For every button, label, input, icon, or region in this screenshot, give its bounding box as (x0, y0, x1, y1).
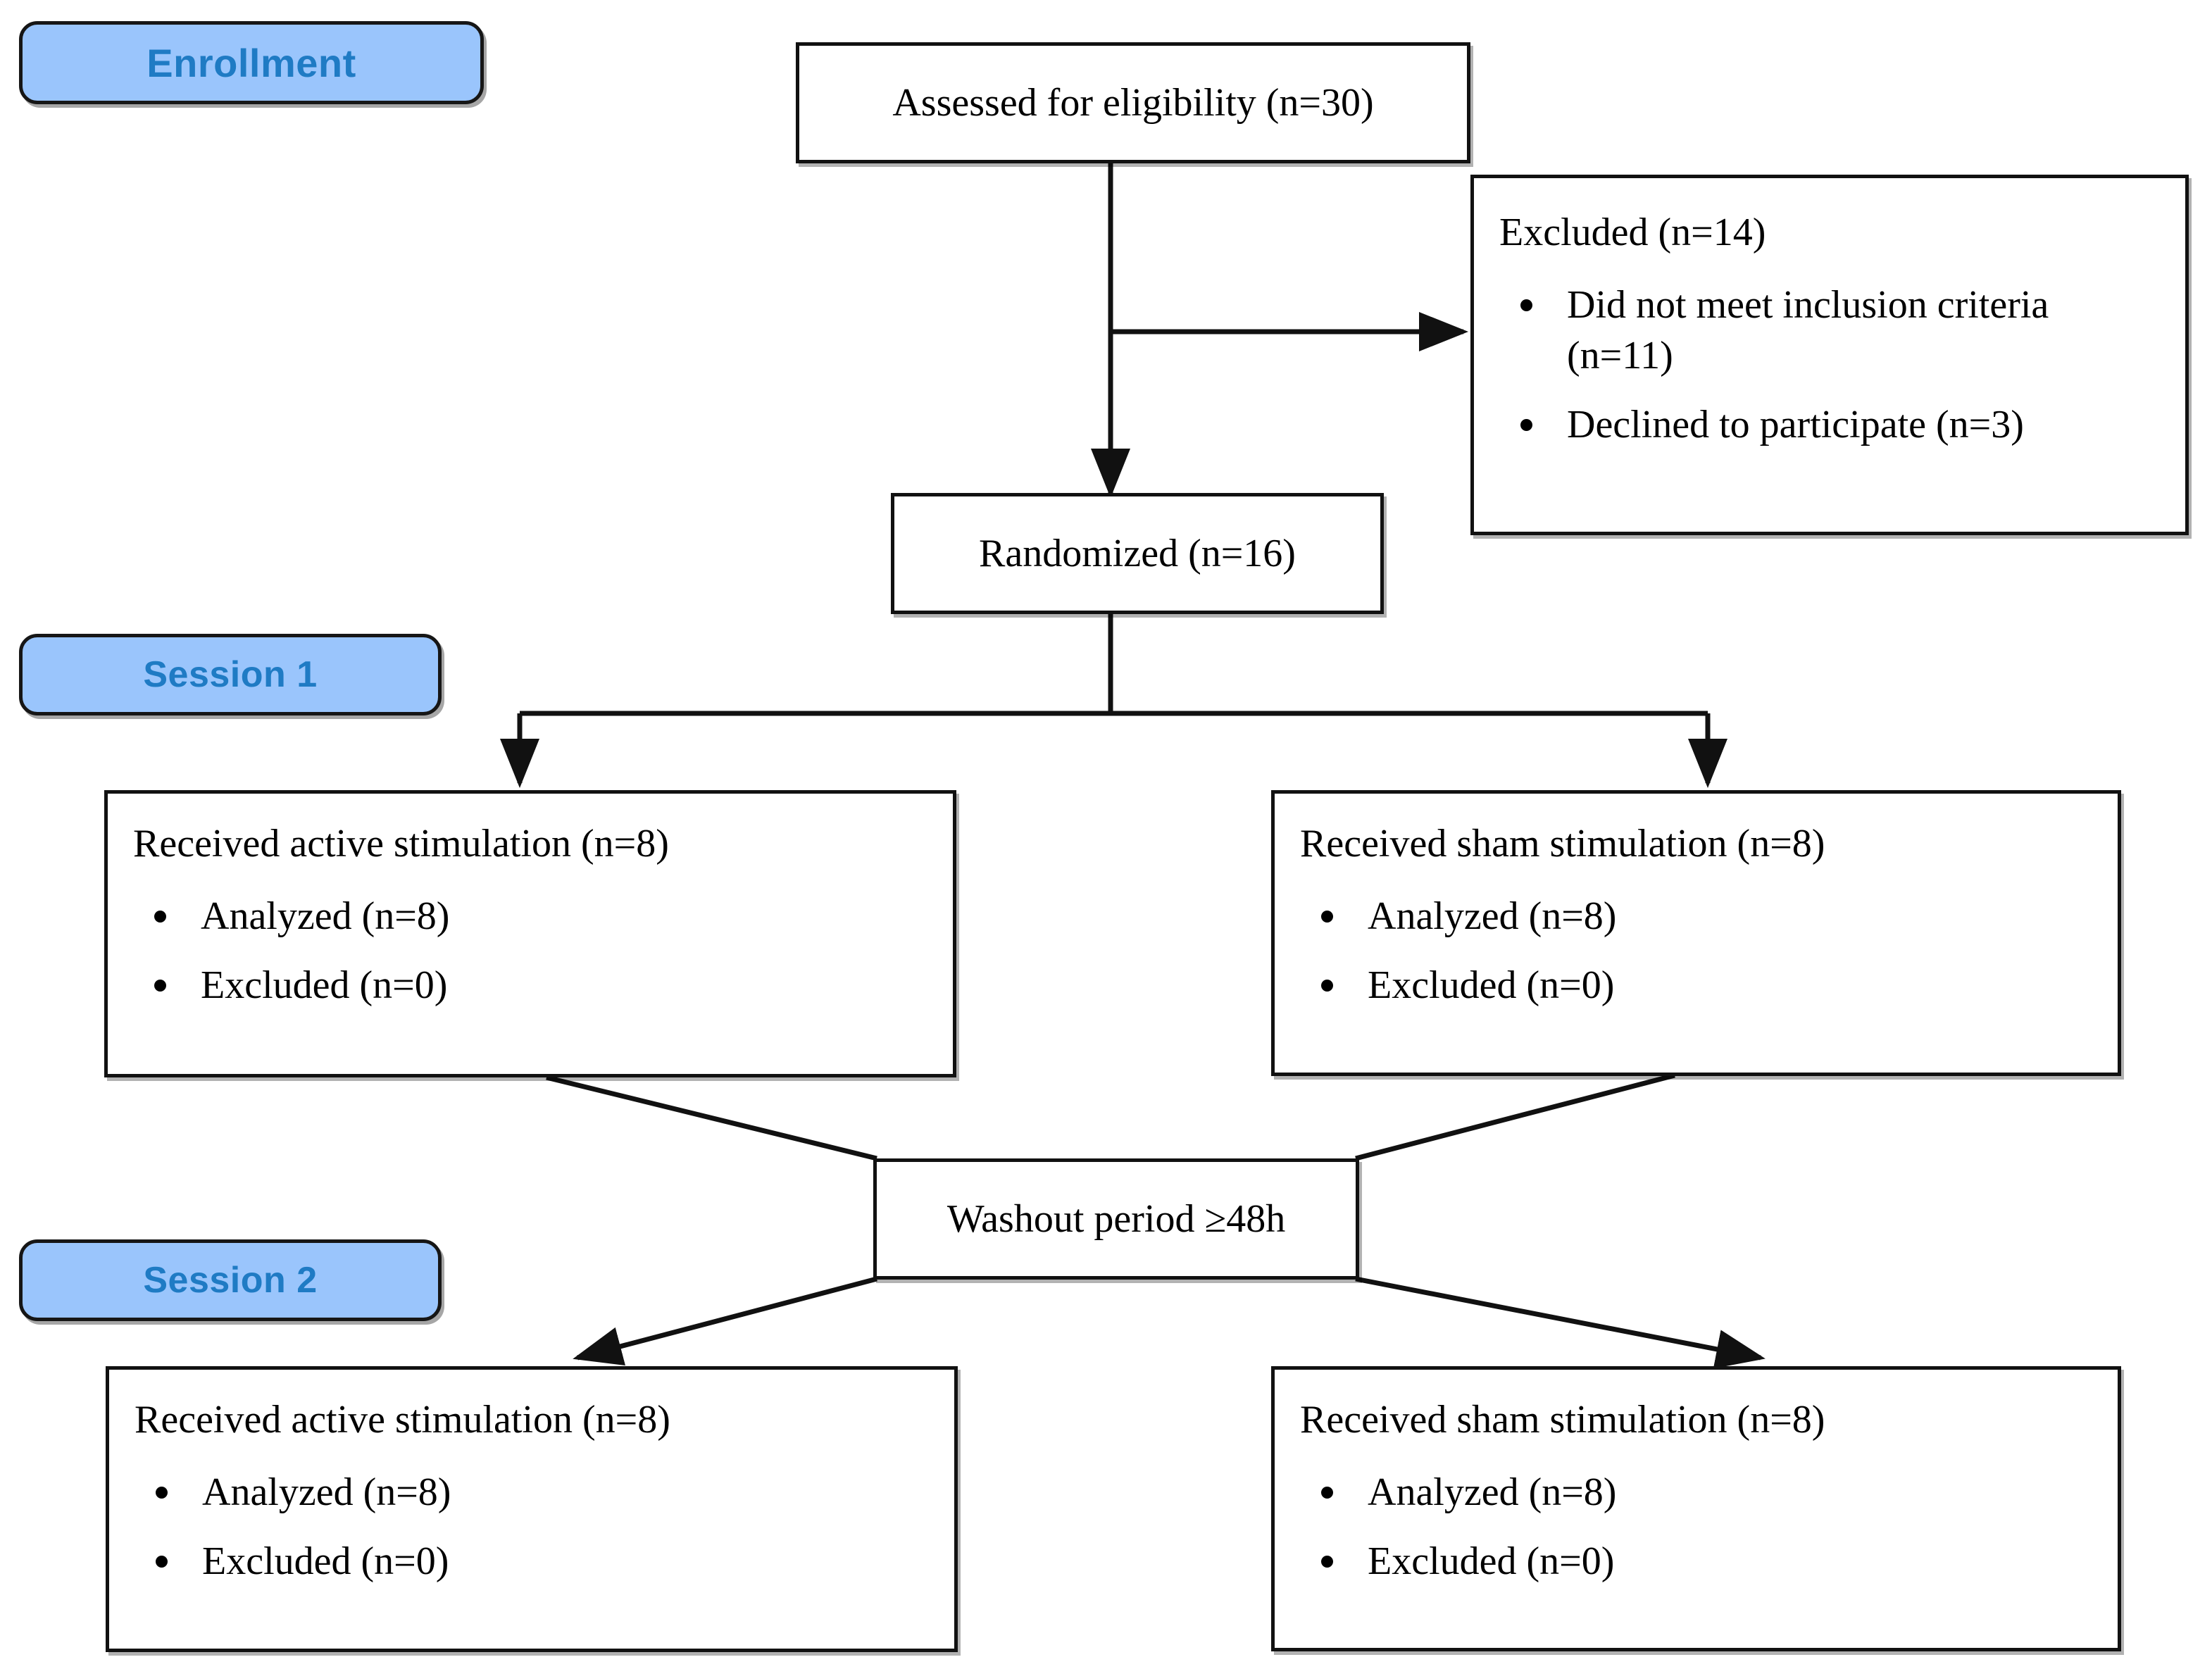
list-item-label: Analyzed (n=8) (1368, 894, 1617, 939)
stage-badge-session1-label: Session 1 (143, 654, 318, 695)
node-session2-sham-heading: Received sham stimulation (n=8) (1300, 1398, 1825, 1442)
bullet-dot-icon (1321, 1487, 1333, 1499)
bullet-dot-icon (154, 979, 166, 992)
node-excluded: Excluded (n=14) Did not meet inclusion c… (1470, 175, 2189, 535)
node-session2-sham-body: Received sham stimulation (n=8) Analyzed… (1300, 1396, 2101, 1606)
list-item-label: Analyzed (n=8) (202, 1470, 451, 1515)
node-washout-label: Washout period ≥48h (946, 1196, 1286, 1241)
list-item-label: Declined to participate (n=3) (1567, 402, 2024, 446)
list-item-label: Did not meet inclusion criteria (n=11) (1567, 283, 2049, 377)
node-session1-sham-heading: Received sham stimulation (n=8) (1300, 822, 1825, 865)
node-session1-active-body: Received active stimulation (n=8) Analyz… (133, 820, 936, 1030)
list-item: Excluded (n=0) (133, 961, 936, 1011)
edge-s1-sham-to-washout (1355, 1073, 1675, 1161)
node-washout-period: Washout period ≥48h (873, 1158, 1359, 1280)
list-item-label: Excluded (n=0) (1368, 1539, 1615, 1583)
bullet-dot-icon (156, 1555, 168, 1568)
list-item: Analyzed (n=8) (133, 892, 936, 942)
edge-s1-active-to-washout (546, 1075, 877, 1161)
node-session1-sham-body: Received sham stimulation (n=8) Analyzed… (1300, 820, 2101, 1030)
node-session1-active-bullets: Analyzed (n=8) Excluded (n=0) (133, 892, 936, 1011)
list-item: Analyzed (n=8) (135, 1468, 937, 1518)
list-item: Excluded (n=0) (1300, 961, 2101, 1011)
list-item: Analyzed (n=8) (1300, 1468, 2101, 1518)
list-item: Declined to participate (n=3) (1499, 400, 2168, 451)
node-session2-active-body: Received active stimulation (n=8) Analyz… (135, 1396, 937, 1606)
edge-washout-to-s2-sham (1355, 1276, 1766, 1369)
list-item: Did not meet inclusion criteria (n=11) (1499, 280, 2168, 381)
stage-badge-session2-label: Session 2 (143, 1260, 318, 1301)
edge-washout-to-s2-active (573, 1276, 877, 1366)
list-item: Excluded (n=0) (1300, 1537, 2101, 1587)
bullet-dot-icon (1321, 1555, 1333, 1568)
stage-badge-enrollment: Enrollment (19, 21, 484, 104)
node-excluded-body: Excluded (n=14) Did not meet inclusion c… (1499, 209, 2168, 468)
list-item-label: Analyzed (n=8) (201, 894, 450, 939)
node-assessed-for-eligibility: Assessed for eligibility (n=30) (796, 42, 1470, 163)
node-session1-sham-bullets: Analyzed (n=8) Excluded (n=0) (1300, 892, 2101, 1011)
node-session1-active-stimulation: Received active stimulation (n=8) Analyz… (104, 790, 956, 1077)
node-session1-active-heading: Received active stimulation (n=8) (133, 822, 669, 865)
node-session1-sham-stimulation: Received sham stimulation (n=8) Analyzed… (1271, 790, 2121, 1076)
node-excluded-heading: Excluded (n=14) (1499, 211, 1766, 254)
stage-badge-session2: Session 2 (19, 1239, 442, 1321)
node-session2-sham-bullets: Analyzed (n=8) Excluded (n=0) (1300, 1468, 2101, 1587)
node-randomized: Randomized (n=16) (891, 493, 1384, 614)
node-session2-active-bullets: Analyzed (n=8) Excluded (n=0) (135, 1468, 937, 1587)
node-session2-sham-stimulation: Received sham stimulation (n=8) Analyzed… (1271, 1366, 2121, 1651)
bullet-dot-icon (156, 1487, 168, 1499)
node-session2-active-heading: Received active stimulation (n=8) (135, 1398, 670, 1442)
bullet-dot-icon (1520, 299, 1532, 312)
bullet-dot-icon (1520, 418, 1532, 431)
list-item: Analyzed (n=8) (1300, 892, 2101, 942)
bullet-dot-icon (1321, 911, 1333, 923)
node-assessed-label: Assessed for eligibility (n=30) (892, 80, 1374, 125)
list-item-label: Excluded (n=0) (202, 1539, 449, 1583)
node-session2-active-stimulation: Received active stimulation (n=8) Analyz… (106, 1366, 958, 1652)
bullet-dot-icon (1321, 979, 1333, 992)
list-item: Excluded (n=0) (135, 1537, 937, 1587)
node-excluded-bullets: Did not meet inclusion criteria (n=11) D… (1499, 280, 2168, 450)
list-item-label: Analyzed (n=8) (1368, 1470, 1617, 1515)
list-item-label: Excluded (n=0) (1368, 963, 1615, 1007)
stage-badge-enrollment-label: Enrollment (146, 40, 356, 85)
bullet-dot-icon (154, 911, 166, 923)
node-randomized-label: Randomized (n=16) (979, 531, 1296, 575)
list-item-label: Excluded (n=0) (201, 963, 448, 1007)
stage-badge-session1: Session 1 (19, 634, 442, 715)
